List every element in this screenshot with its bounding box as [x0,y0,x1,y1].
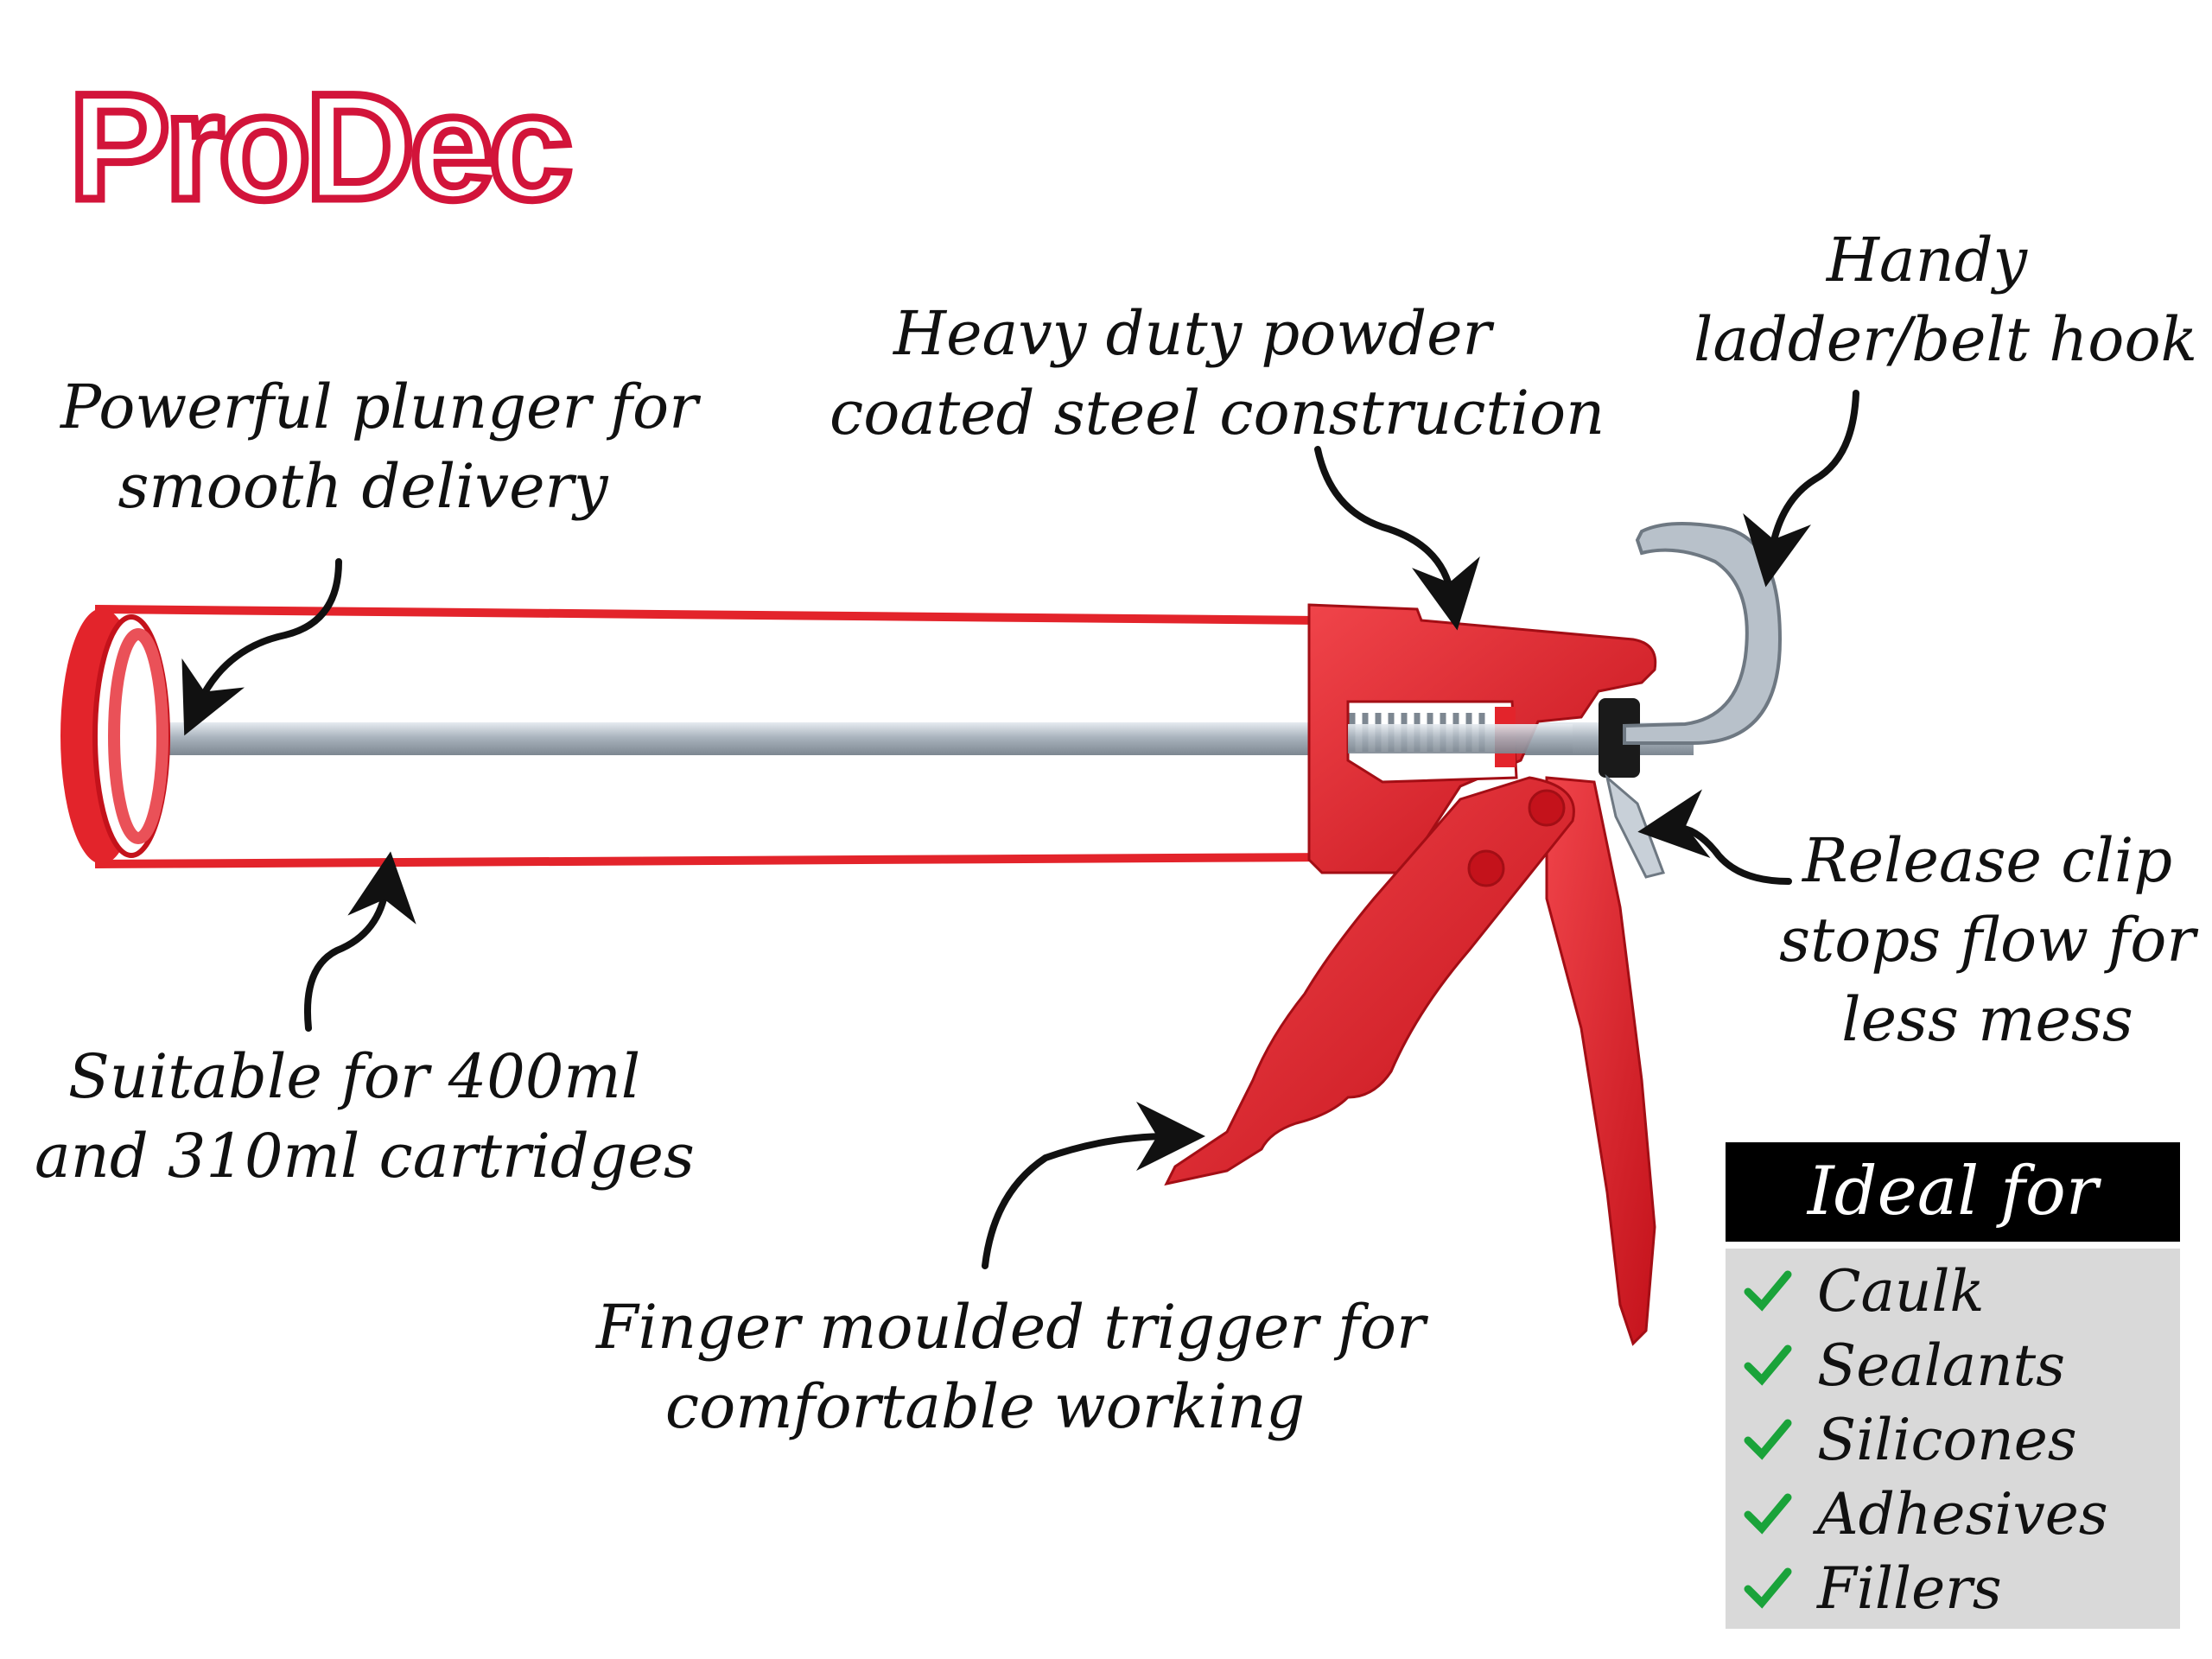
cartridges-arrow [304,851,416,1032]
checkmark-icon [1744,1419,1792,1460]
ideal-for-item: Silicones [1743,1402,2077,1477]
cartridges-callout-line1: Suitable for 400ml [67,1041,641,1112]
caulking-gun-illustration [60,522,1783,1346]
rear-handle [1545,776,1656,1346]
trigger-callout-line2: comfortable working [664,1371,1306,1442]
callout-arrows [181,390,1859,1269]
frame-arrow [1314,446,1480,631]
hook [1623,522,1783,745]
nut [1599,698,1640,778]
prodec-logo: ProDec [66,60,578,236]
plunger-callout-line1: Powerful plunger for [60,372,698,442]
hook-callout-line1: Handy [1826,225,2028,296]
release-callout: Release clip stops flow for less mess [1771,821,2203,1059]
release-clip [1605,773,1665,879]
ideal-for-item-label: Sealants [1817,1332,2065,1399]
release-callout-line1: Release clip [1802,825,2173,896]
ideal-for-item-label: Adhesives [1817,1480,2108,1548]
checkmark-icon [1744,1567,1792,1609]
frame-callout: Heavy duty powder coated steel construct… [830,294,1605,453]
ideal-for-item-label: Fillers [1817,1554,2002,1622]
checkmark-icon [1744,1493,1792,1535]
ideal-for-item: Caulk [1743,1254,1984,1328]
cartridges-callout-line2: and 310ml cartridges [35,1121,695,1192]
checkmark-icon [1744,1344,1792,1386]
plunger-callout: Powerful plunger for smooth delivery [60,367,698,526]
frame-bottom-rail [94,853,1332,868]
ideal-for-item-label: Caulk [1817,1257,1985,1325]
ideal-for-list: Caulk Sealants Silicones Adhesives Fille… [1726,1249,2180,1629]
ideal-for-item: Sealants [1743,1328,2065,1402]
hook-callout-line2: ladder/belt hook [1694,304,2198,375]
trigger-callout: Finger moulded trigger for comfortable w… [596,1287,1426,1446]
release-arrow [1637,789,1792,885]
release-callout-line2: stops flow for [1779,905,2196,976]
frame-callout-line2: coated steel construction [830,378,1605,448]
ideal-for-item: Fillers [1743,1551,2002,1625]
ideal-for-item-label: Silicones [1817,1406,2077,1473]
plunger-arrow [181,558,342,736]
hook-arrow [1743,390,1859,588]
svg-text:ProDec: ProDec [69,63,569,232]
frame-top-rail [94,605,1323,625]
ideal-for-item: Adhesives [1743,1477,2108,1551]
checkmark-icon [1744,1270,1792,1312]
trigger-callout-line1: Finger moulded trigger for [596,1292,1426,1363]
trigger-arrow [982,1102,1205,1269]
ideal-for-title: Ideal for [1726,1142,2180,1242]
frame-callout-line1: Heavy duty powder [893,298,1491,369]
hook-callout: Handy ladder/belt hook [1694,220,2198,379]
plunger-callout-line2: smooth delivery [118,451,608,522]
end-cap [60,608,170,864]
cartridges-callout: Suitable for 400ml and 310ml cartridges [35,1037,695,1196]
release-callout-line3: less mess [1841,984,2133,1055]
